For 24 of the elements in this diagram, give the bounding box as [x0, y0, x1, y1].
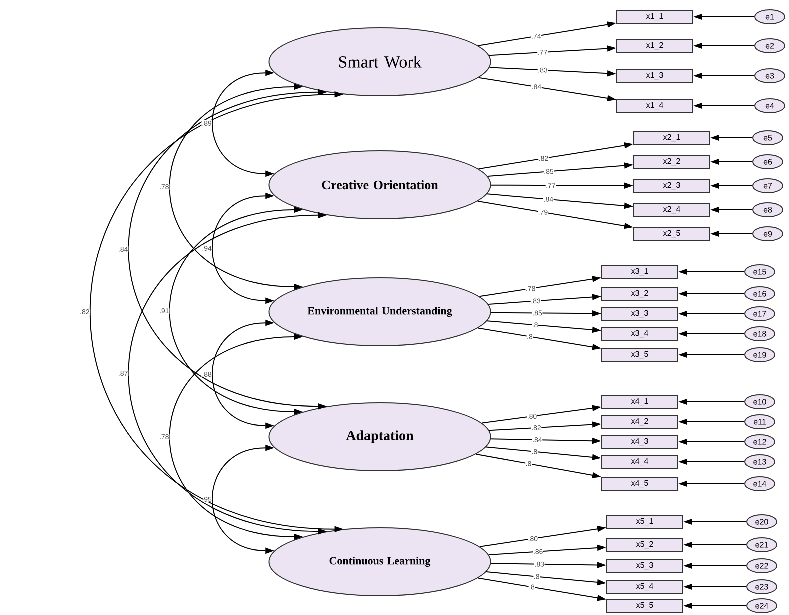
indicator-box: x3_2 [602, 287, 678, 301]
indicator-box: x4_1 [602, 395, 678, 409]
indicator-box: x5_1 [606, 515, 684, 529]
indicator-box: x4_2 [602, 415, 678, 429]
indicator-box: x2_4 [634, 203, 710, 217]
indicator-box: x5_4 [606, 580, 684, 594]
indicator-box: x4_5 [602, 477, 678, 491]
indicator-box: x2_2 [634, 155, 710, 169]
indicator-box: x2_5 [634, 227, 710, 241]
indicator-box: x5_3 [606, 559, 684, 573]
indicator-box: x4_4 [602, 455, 678, 469]
indicator-box: x1_2 [616, 39, 694, 53]
indicator-box: x2_3 [634, 179, 710, 193]
indicator-box: x3_4 [602, 327, 678, 341]
indicator-box: x2_1 [634, 131, 710, 145]
indicator-box: x3_1 [602, 265, 678, 279]
indicator-box: x5_5 [606, 599, 684, 613]
indicator-box: x5_2 [606, 538, 684, 552]
indicator-box: x1_3 [616, 69, 694, 83]
indicator-box: x3_3 [602, 307, 678, 321]
indicator-box: x1_4 [616, 99, 694, 113]
indicator-box: x3_5 [602, 348, 678, 362]
indicator-box: x4_3 [602, 435, 678, 449]
indicator-box: x1_1 [616, 10, 694, 24]
